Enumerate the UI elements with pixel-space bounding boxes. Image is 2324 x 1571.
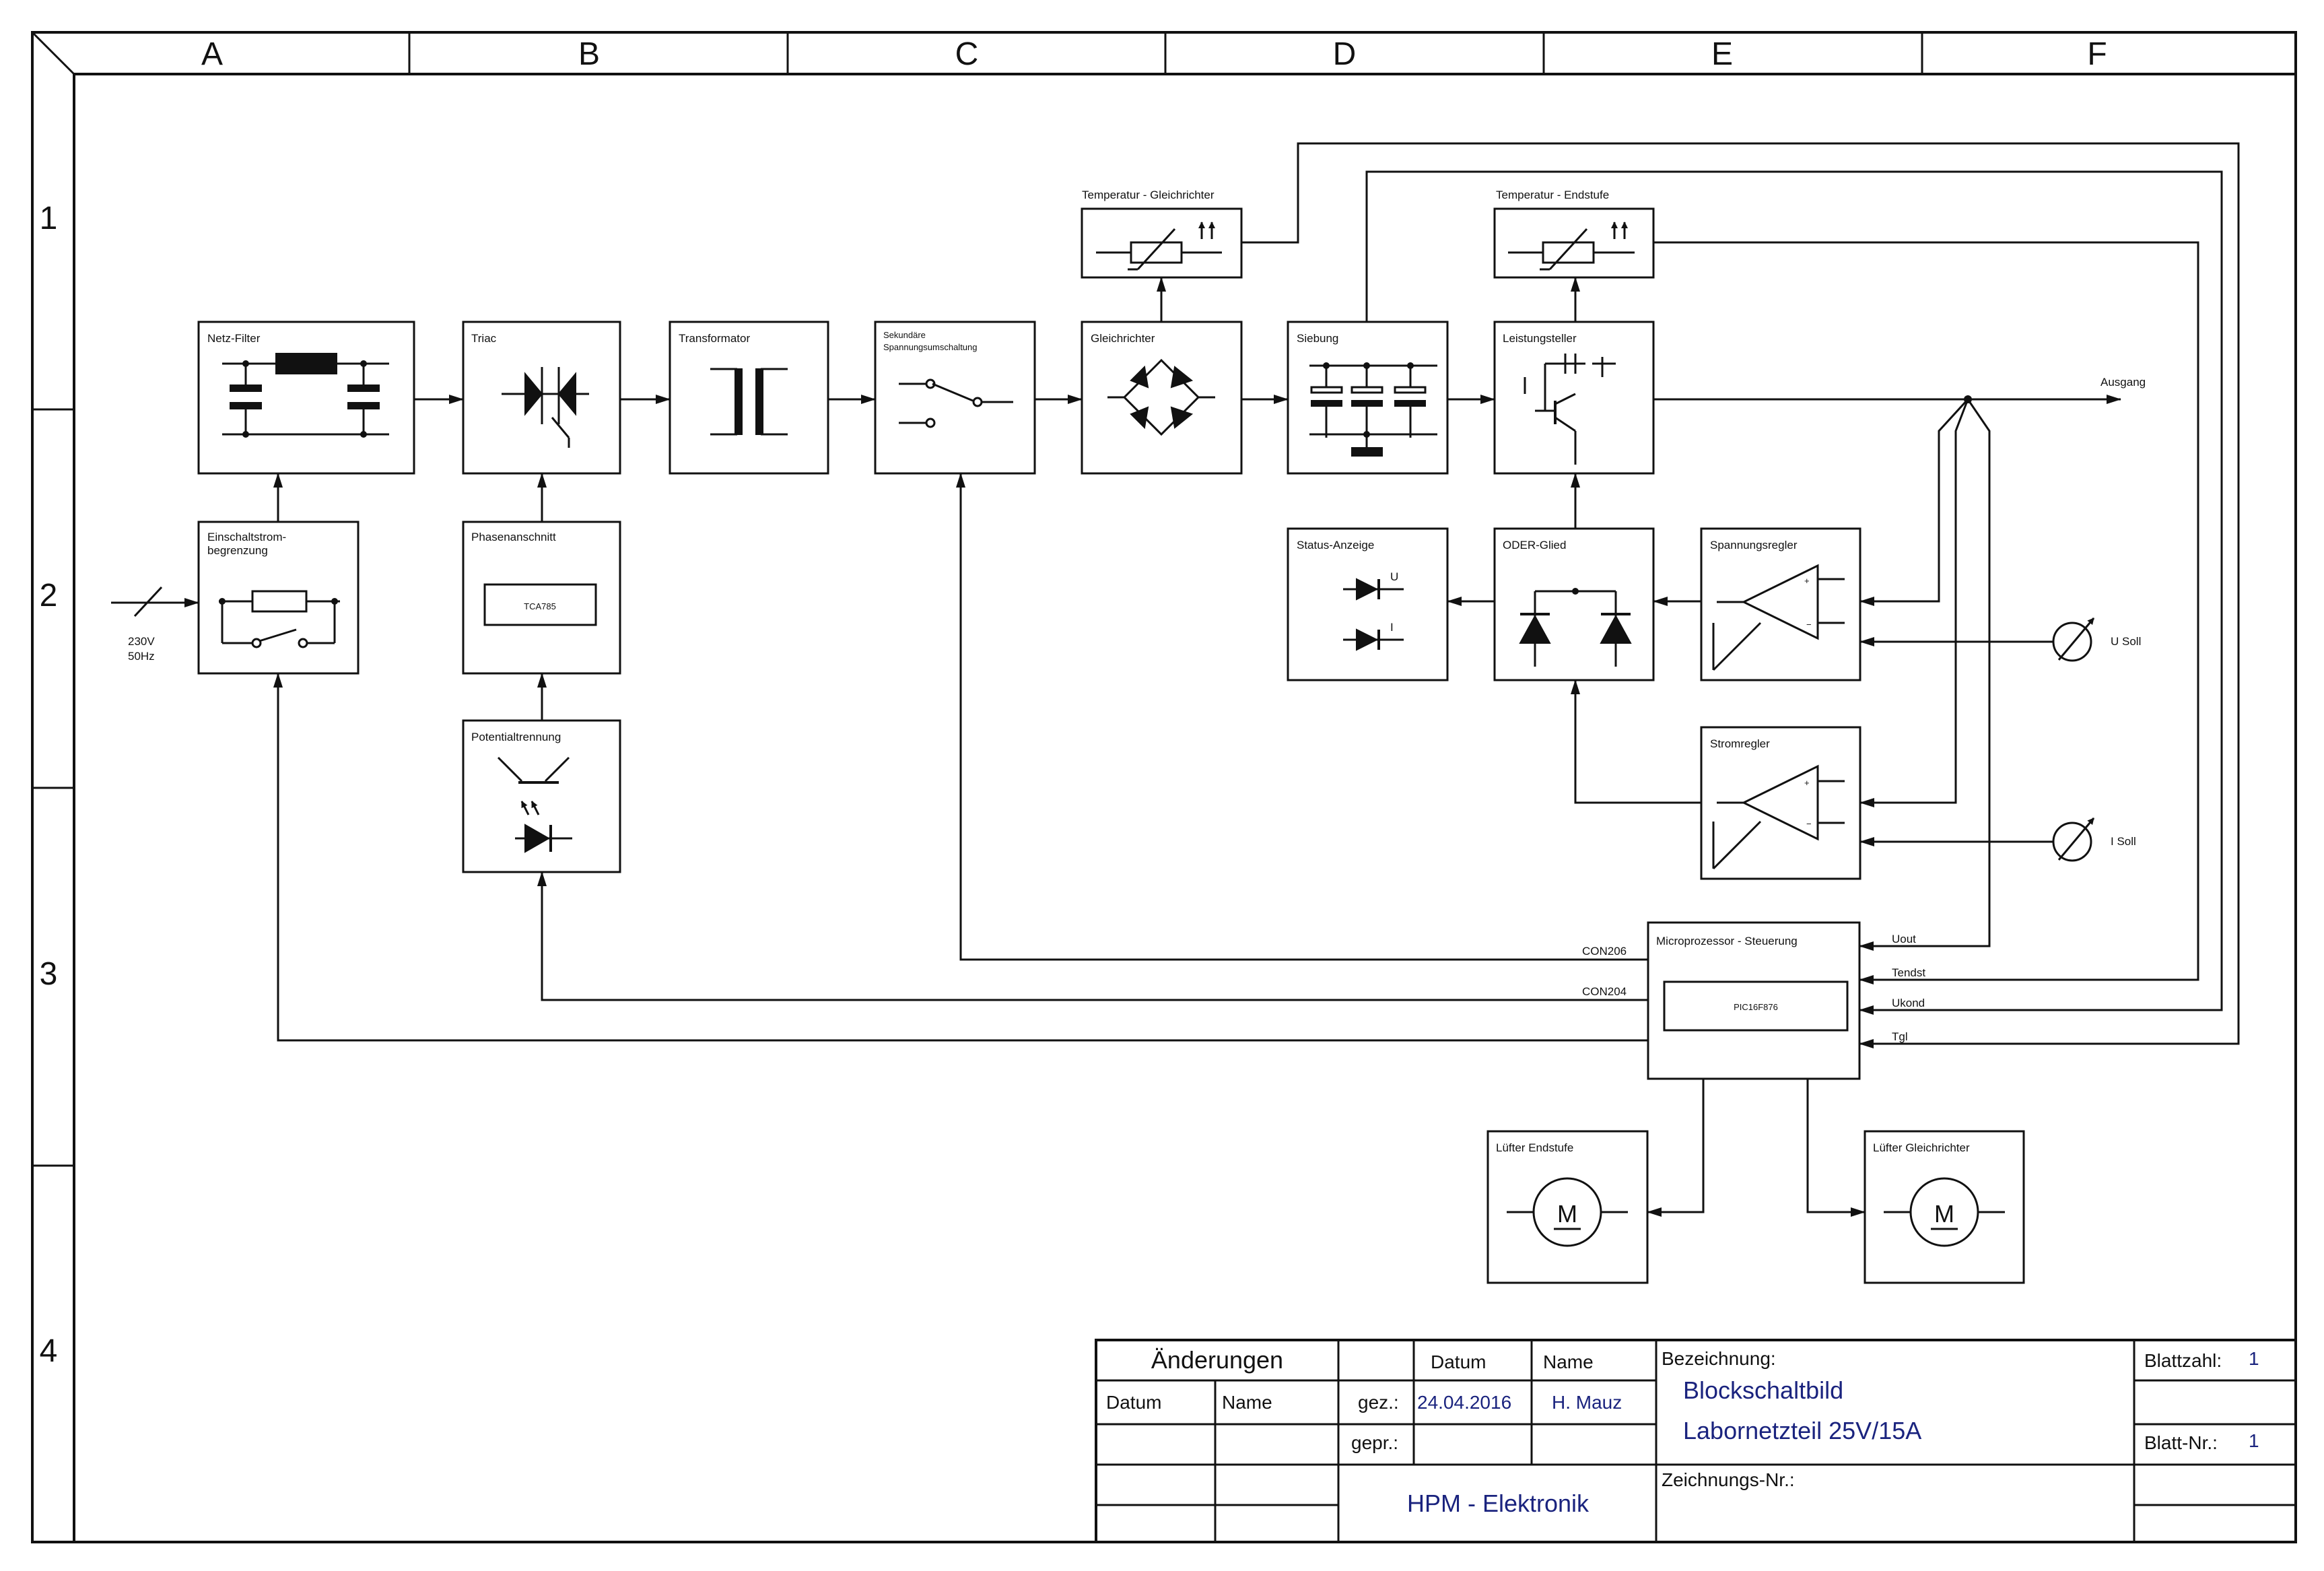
- grid-col-e: E: [1711, 36, 1733, 72]
- block-netz-filter: Netz-Filter: [197, 321, 415, 475]
- con206-label: CON206: [1582, 945, 1627, 958]
- company-name: HPM - Elektronik: [1407, 1490, 1590, 1517]
- motor-gleichrichter-label: M: [1934, 1200, 1954, 1228]
- block-leistungsteller: Leistungsteller: [1493, 321, 1655, 475]
- block-stromregler: Stromregler + −: [1700, 726, 1861, 880]
- siebung-title: Siebung: [1297, 332, 1338, 345]
- blatt-nr-label: Blatt-Nr.:: [2144, 1432, 2218, 1453]
- potentialtrennung-title: Potentialtrennung: [471, 731, 561, 743]
- grid-row-3: 3: [40, 956, 58, 992]
- stromregler-title: Stromregler: [1710, 737, 1770, 750]
- triac-title: Triac: [471, 332, 497, 345]
- svg-text:−: −: [1806, 819, 1812, 829]
- svg-text:+: +: [1804, 576, 1810, 586]
- zeichnungs-nr-label: Zeichnungs-Nr.:: [1662, 1469, 1795, 1490]
- drawing-title-1: Blockschaltbild: [1683, 1376, 1843, 1404]
- block-siebung: Siebung: [1287, 321, 1449, 475]
- grid-col-c: C: [955, 36, 979, 72]
- sekundaer-title-2: Spannungsumschaltung: [883, 342, 978, 352]
- block-triac: Triac: [462, 321, 621, 475]
- block-transformator: Transformator: [669, 321, 829, 475]
- einschalt-title-2: begrenzung: [207, 544, 268, 557]
- temp-endstufe-title: Temperatur - Endstufe: [1496, 189, 1609, 201]
- grid-row-2: 2: [40, 578, 58, 613]
- grid-row-1: 1: [40, 201, 58, 236]
- grid-col-a: A: [201, 36, 223, 72]
- svg-text:+: +: [1804, 778, 1810, 788]
- spannungsregler-title: Spannungsregler: [1710, 539, 1798, 551]
- grid-col-d: D: [1333, 36, 1357, 72]
- ukond-label: Ukond: [1892, 997, 1925, 1009]
- status-i-label: I: [1390, 621, 1394, 634]
- temp-gleichrichter-title: Temperatur - Gleichrichter: [1082, 189, 1215, 201]
- phasenanschnitt-title: Phasenanschnitt: [471, 531, 556, 543]
- tca785-label: TCA785: [524, 601, 556, 611]
- block-gleichrichter: Gleichrichter: [1081, 321, 1243, 475]
- einschalt-title-1: Einschaltstrom-: [207, 531, 286, 543]
- micro-title: Microprozessor - Steuerung: [1656, 935, 1798, 947]
- aenderungen-header: Änderungen: [1151, 1346, 1283, 1374]
- block-oder-glied: ODER-Glied: [1493, 527, 1655, 681]
- status-anzeige-title: Status-Anzeige: [1297, 539, 1374, 551]
- block-temp-endstufe: Temperatur - Endstufe: [1493, 189, 1655, 279]
- grid-col-b: B: [578, 36, 600, 72]
- motor-endstufe-label: M: [1557, 1200, 1577, 1228]
- blattzahl-label: Blattzahl:: [2144, 1350, 2222, 1371]
- gepr-label: gepr.:: [1351, 1432, 1398, 1453]
- aenderung-datum-header: Datum: [1106, 1392, 1161, 1413]
- block-luefter-gleichrichter: Lüfter Gleichrichter M: [1864, 1130, 2025, 1284]
- uout-label: Uout: [1892, 933, 1916, 945]
- name-header: Name: [1543, 1351, 1594, 1372]
- pic-label: PIC16F876: [1734, 1002, 1778, 1012]
- transformator-title: Transformator: [679, 332, 750, 345]
- u-soll-label: U Soll: [2111, 635, 2141, 648]
- grid-row-4: 4: [40, 1333, 58, 1369]
- drawing-title-2: Labornetzteil 25V/15A: [1683, 1417, 1921, 1444]
- gez-datum-value: 24.04.2016: [1417, 1392, 1511, 1413]
- input-voltage-label: 230V: [128, 635, 155, 648]
- leistungsteller-title: Leistungsteller: [1503, 332, 1577, 345]
- block-status-anzeige: Status-Anzeige U I: [1287, 527, 1449, 681]
- input-frequency-label: 50Hz: [128, 650, 155, 663]
- block-luefter-endstufe: Lüfter Endstufe M: [1486, 1130, 1649, 1284]
- i-soll-label: I Soll: [2111, 835, 2136, 848]
- grid-col-f: F: [2087, 36, 2107, 72]
- sekundaer-title-1: Sekundäre: [883, 330, 926, 340]
- signal-flow-lines: Ausgang U Soll I Soll: [273, 142, 2240, 1217]
- svg-text:−: −: [1806, 620, 1812, 630]
- luefter-gleichrichter-title: Lüfter Gleichrichter: [1873, 1141, 1970, 1154]
- blatt-nr-value: 1: [2249, 1430, 2259, 1451]
- block-phasenanschnitt: Phasenanschnitt TCA785: [462, 521, 621, 675]
- con204-label: CON204: [1582, 985, 1627, 998]
- datum-header: Datum: [1431, 1351, 1486, 1372]
- aenderung-name-header: Name: [1222, 1392, 1272, 1413]
- block-potentialtrennung: Potentialtrennung: [462, 719, 621, 873]
- title-block: Änderungen Datum Name Datum Name gez.: 2…: [1095, 1339, 2297, 1543]
- block-sekundaer-umschaltung: Sekundäre Spannungsumschaltung: [874, 321, 1036, 475]
- block-microprozessor: Microprozessor - Steuerung PIC16F876: [1647, 921, 1861, 1080]
- ausgang-label: Ausgang: [2100, 376, 2146, 389]
- tendst-label: Tendst: [1892, 966, 1925, 979]
- luefter-endstufe-title: Lüfter Endstufe: [1496, 1141, 1573, 1154]
- tgl-label: Tgl: [1892, 1030, 1908, 1043]
- mains-input: 230V 50Hz: [111, 586, 199, 663]
- gleichrichter-title: Gleichrichter: [1091, 332, 1155, 345]
- grid-labels: A B C D E F 1 2 3 4: [40, 36, 2107, 1369]
- oder-glied-title: ODER-Glied: [1503, 539, 1566, 551]
- gez-label: gez.:: [1358, 1392, 1399, 1413]
- netz-filter-title: Netz-Filter: [207, 332, 261, 345]
- block-temp-gleichrichter: Temperatur - Gleichrichter: [1081, 189, 1243, 279]
- block-spannungsregler: Spannungsregler + −: [1700, 527, 1861, 681]
- blattzahl-value: 1: [2249, 1348, 2259, 1369]
- status-u-label: U: [1390, 570, 1398, 583]
- gez-name-value: H. Mauz: [1552, 1392, 1622, 1413]
- block-einschaltstrombegrenzung: Einschaltstrom- begrenzung: [197, 521, 360, 675]
- bezeichnung-label: Bezeichnung:: [1662, 1348, 1776, 1369]
